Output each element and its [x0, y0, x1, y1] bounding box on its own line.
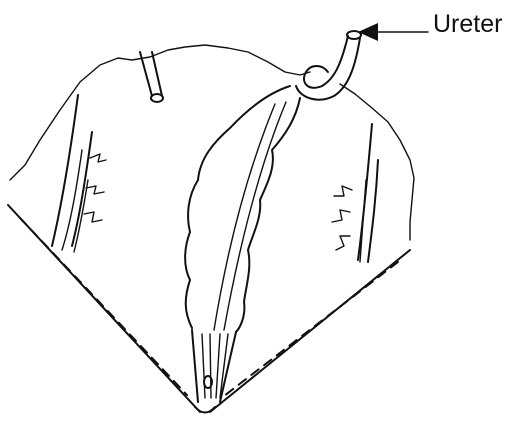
- colon-left-outline: [185, 86, 290, 328]
- colon-stump-right: [220, 332, 236, 402]
- inner-dashed-left: [20, 218, 187, 395]
- top-tube-end: [151, 94, 163, 102]
- right-vessel-inner: [368, 160, 378, 262]
- ureter-arrowhead: [358, 23, 378, 41]
- top-tube-right: [152, 52, 162, 96]
- colon-stump-stripe-3: [216, 334, 220, 398]
- left-vessel-line-a: [62, 150, 82, 250]
- top-tube-left: [140, 52, 152, 96]
- colon-right-outline: [236, 98, 300, 332]
- colon-stump-left: [192, 330, 198, 402]
- wedge-tip: [195, 407, 215, 413]
- left-vessel-inner: [72, 132, 92, 246]
- right-vessel-branches: [332, 186, 352, 250]
- ureter-tube-outer: [304, 36, 348, 88]
- right-vessel-line: [360, 180, 366, 262]
- colon-stump-stripe-2: [210, 334, 211, 398]
- left-vessel-outer: [52, 95, 78, 246]
- colon-stump-stripe-1: [202, 334, 205, 398]
- colon-inner-line-b: [224, 102, 286, 330]
- ureter-label: Ureter: [433, 12, 502, 37]
